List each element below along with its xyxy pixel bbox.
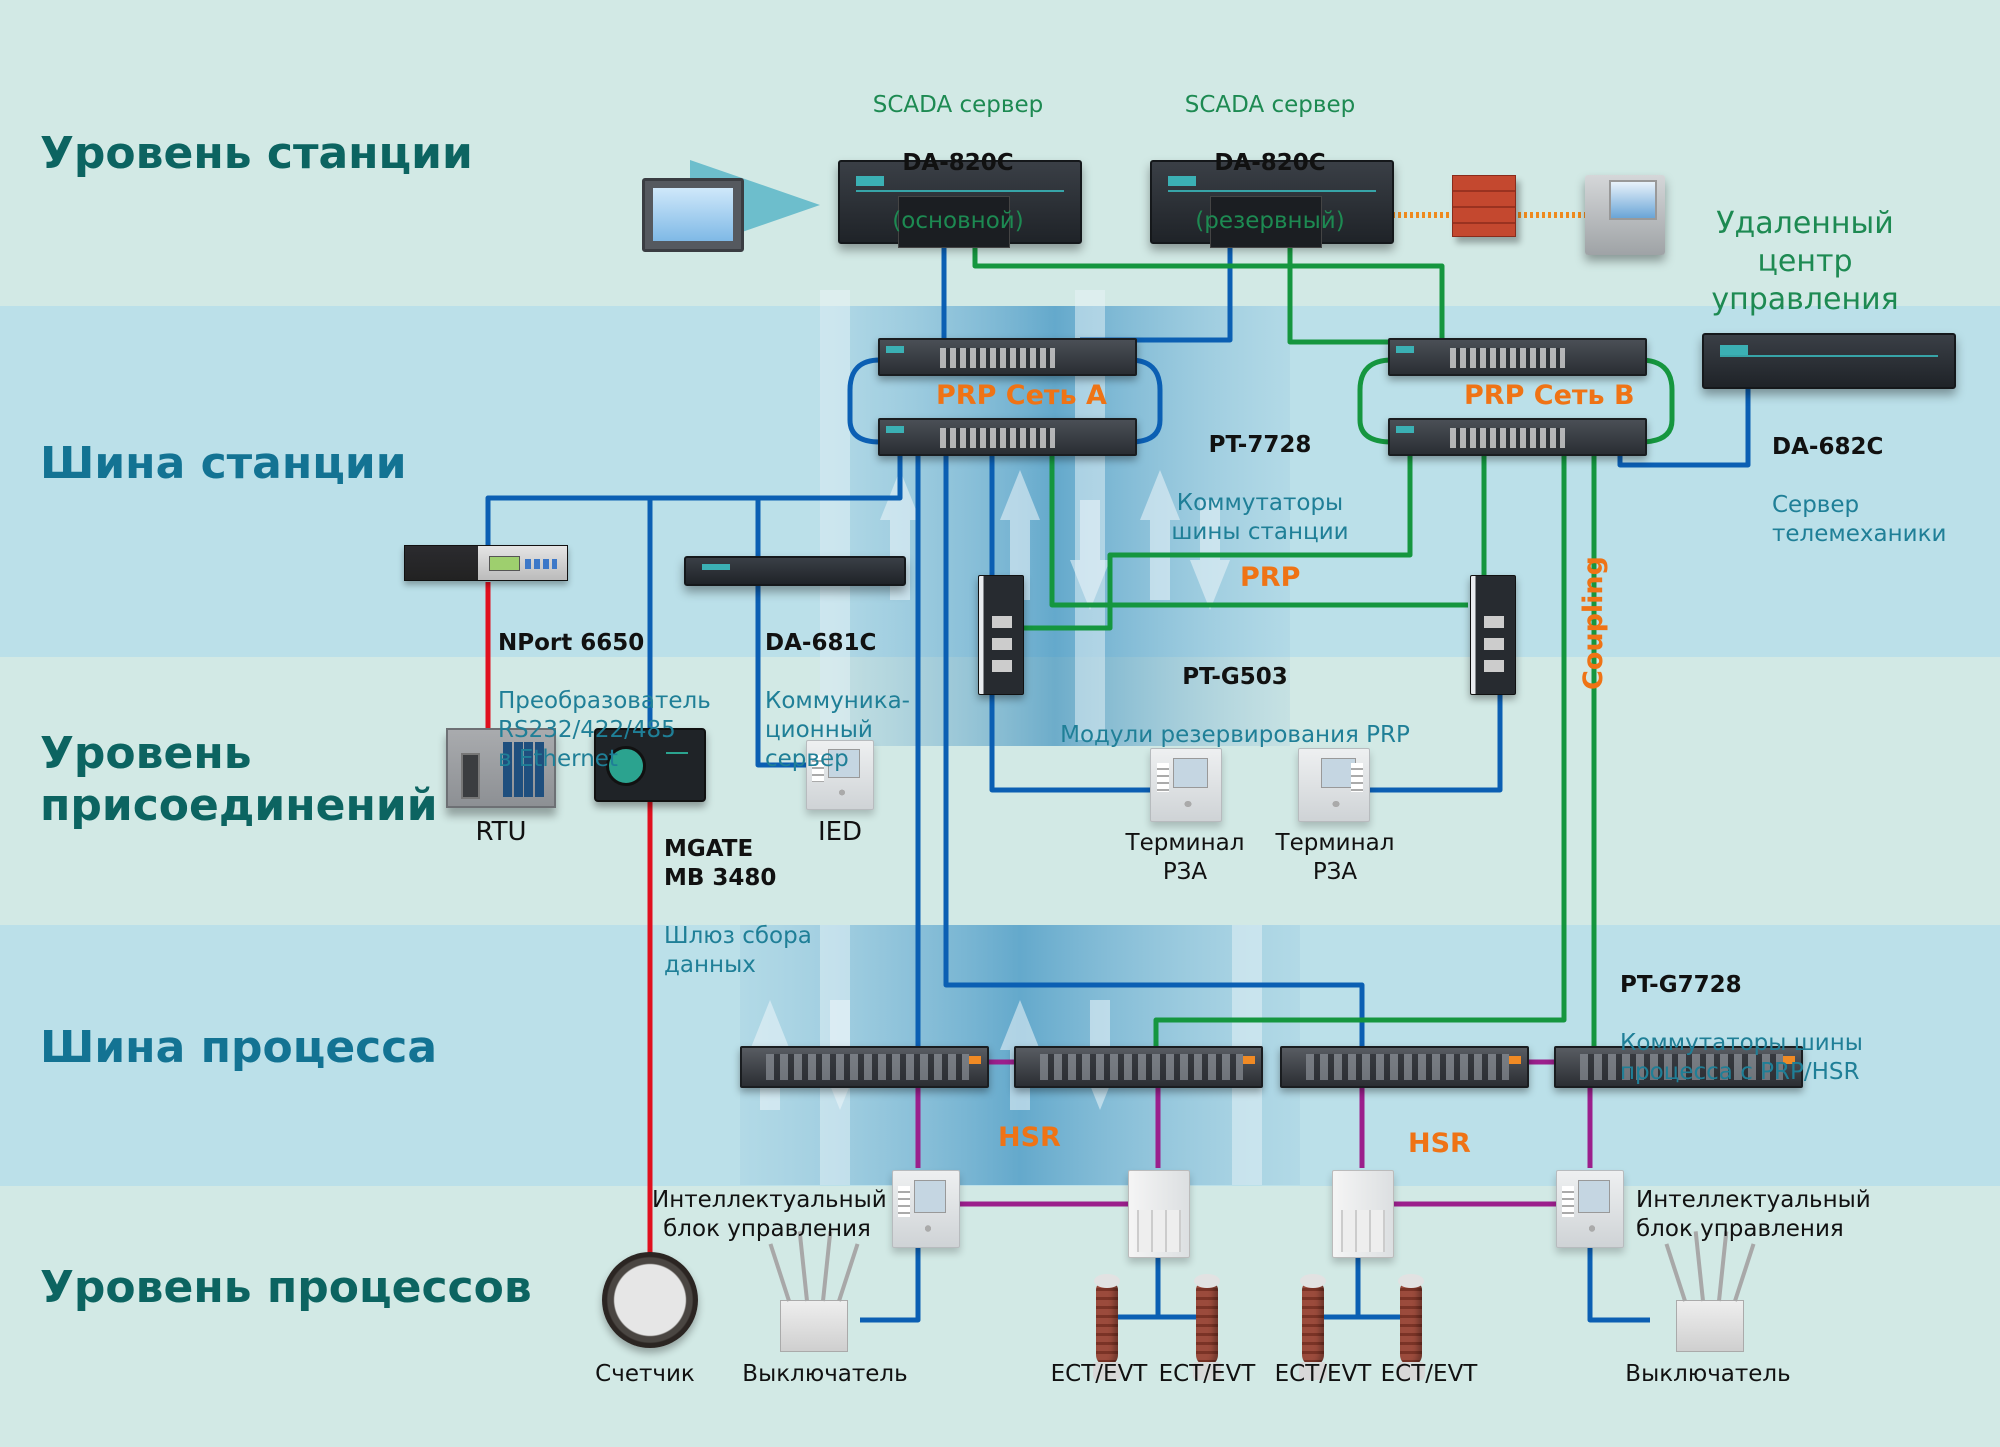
label-breaker-right: Выключатель: [1625, 1361, 1791, 1387]
wire-switch-b-to-da682c: [1617, 340, 1751, 468]
hmi-panel: [642, 178, 744, 252]
wire-scada-main-to-switch-b: [972, 245, 1445, 338]
label-prp-network-a: PRP Сеть A: [936, 380, 1107, 411]
wire-switch-a-to-nport: [485, 455, 903, 560]
label-ect-4: ECT/EVT: [1380, 1361, 1478, 1387]
process-switch-1: [740, 1046, 989, 1088]
firewall-icon: [1452, 175, 1516, 237]
flow-arrow-up: [1000, 470, 1040, 600]
level-title-station: Уровень станции: [40, 128, 473, 179]
ect-evt-1-icon: [1093, 1274, 1121, 1380]
label-relay-1: Терминал РЗА: [1125, 830, 1245, 885]
ied-device: [806, 740, 874, 810]
label-hsr-left: HSR: [998, 1122, 1061, 1153]
ring-prp-b-left: [1357, 357, 1393, 445]
merging-unit-2: [1332, 1170, 1394, 1258]
label-ect-1: ECT/EVT: [1050, 1361, 1148, 1387]
breaker-right-icon: [1664, 1231, 1756, 1352]
level-title-process: Уровень процессов: [40, 1262, 532, 1313]
energy-meter-icon: [602, 1252, 698, 1348]
wire-ied-right-to-breaker: [1587, 1225, 1650, 1323]
wire-switch-a-to-ied: [755, 498, 810, 768]
station-switch-b2: [1388, 418, 1647, 456]
scada-server-backup: [1150, 160, 1394, 248]
label-prp-network-b: PRP Сеть B: [1464, 380, 1635, 411]
prp-module-1: [978, 575, 1024, 695]
ring-prp-a-left: [847, 357, 881, 445]
label-process-switches: PT-G7728 Коммутаторы шины процесса с PRP…: [1620, 972, 1863, 1085]
label-relay-2: Терминал РЗА: [1275, 830, 1395, 885]
label-ect-2: ECT/EVT: [1158, 1361, 1256, 1387]
label-scada-main: SCADA сервер DA-820C (основной): [872, 92, 1044, 234]
band-station-level: [0, 0, 2000, 306]
nport-converter: [404, 545, 568, 581]
label-da681c: DA-681C Коммуника- ционный сервер: [765, 630, 910, 772]
flow-arrow-up: [1140, 470, 1180, 600]
label-ied-control-left: Интеллектуальный блок управления: [652, 1187, 887, 1242]
station-switch-b1: [1388, 338, 1647, 376]
breaker-left-icon: [768, 1231, 860, 1352]
label-ect-3: ECT/EVT: [1274, 1361, 1372, 1387]
telemechanics-server: [1702, 333, 1956, 389]
ect-evt-3-icon: [1299, 1274, 1327, 1380]
label-ied: IED: [817, 817, 863, 847]
label-nport: NPort 6650 Преобразователь RS232/422/485…: [498, 630, 711, 772]
wire-ied-left-to-breaker: [860, 1225, 921, 1323]
station-switch-a1: [878, 338, 1137, 376]
remote-workstation-icon: [1585, 175, 1665, 255]
relay-terminal-1: [1150, 748, 1222, 822]
process-switch-4: [1554, 1046, 1803, 1088]
level-title-process-bus: Шина процесса: [40, 1022, 438, 1073]
band-process-level: [0, 1186, 2000, 1441]
wire-switch-a-to-prp-bridge: [1049, 455, 1468, 608]
da681c-server: [684, 556, 906, 586]
flow-lane: [820, 290, 850, 740]
ring-prp-a-right: [1129, 357, 1163, 445]
label-hsr-right: HSR: [1408, 1128, 1471, 1159]
ect-evt-4-icon: [1397, 1274, 1425, 1380]
label-remote-center: Удаленный центр управления: [1711, 206, 1899, 317]
station-switch-a2: [878, 418, 1137, 456]
ied-control-unit-left: [892, 1170, 960, 1248]
flow-arrow-down: [1070, 500, 1110, 610]
mgate-gateway: [594, 728, 706, 802]
label-breaker-left: Выключатель: [742, 1361, 908, 1387]
process-switch-3: [1280, 1046, 1529, 1088]
prp-module-2: [1470, 575, 1516, 695]
label-prp: PRP: [1240, 562, 1301, 593]
ring-prp-b-right: [1639, 357, 1675, 445]
label-mgate: MGATE MB 3480 Шлюз сбора данных: [664, 836, 812, 978]
label-ied-control-right: Интеллектуальный блок управления: [1636, 1187, 1871, 1242]
label-coupling: Coupling: [1578, 556, 1609, 690]
wire-switch-a-to-process-switch-3: [943, 455, 1365, 1048]
label-telemechanics: DA-682C Сервер телемеханики: [1772, 434, 1947, 547]
label-scada-backup: SCADA сервер DA-820C (резервный): [1184, 92, 1356, 234]
wire-prp-module-1-to-relay1: [989, 690, 1152, 793]
level-title-bay: Уровень присоединений: [40, 728, 438, 831]
merging-unit-1: [1128, 1170, 1190, 1258]
wire-scada-backup-to-switch-b: [1287, 245, 1420, 345]
ied-control-unit-right: [1556, 1170, 1624, 1248]
wire-switch-b-to-prp-module-1: [1010, 455, 1413, 631]
ect-evt-2-icon: [1193, 1274, 1221, 1380]
label-prp-modules: PT-G503 Модули резервирования PRP: [1060, 664, 1410, 748]
wire-switch-b-to-process-switch-2: [1153, 455, 1567, 1048]
level-title-station-bus: Шина станции: [40, 438, 407, 489]
scada-server-main: [838, 160, 1082, 248]
wire-prp-module-2-to-relay2: [1362, 690, 1503, 793]
relay-terminal-2: [1298, 748, 1370, 822]
label-meter: Счетчик: [595, 1361, 695, 1387]
label-station-switches: PT-7728 Коммутаторы шины станции: [1171, 432, 1349, 545]
label-rtu: RTU: [475, 817, 527, 847]
rtu-device: [446, 728, 556, 808]
process-switch-2: [1014, 1046, 1263, 1088]
